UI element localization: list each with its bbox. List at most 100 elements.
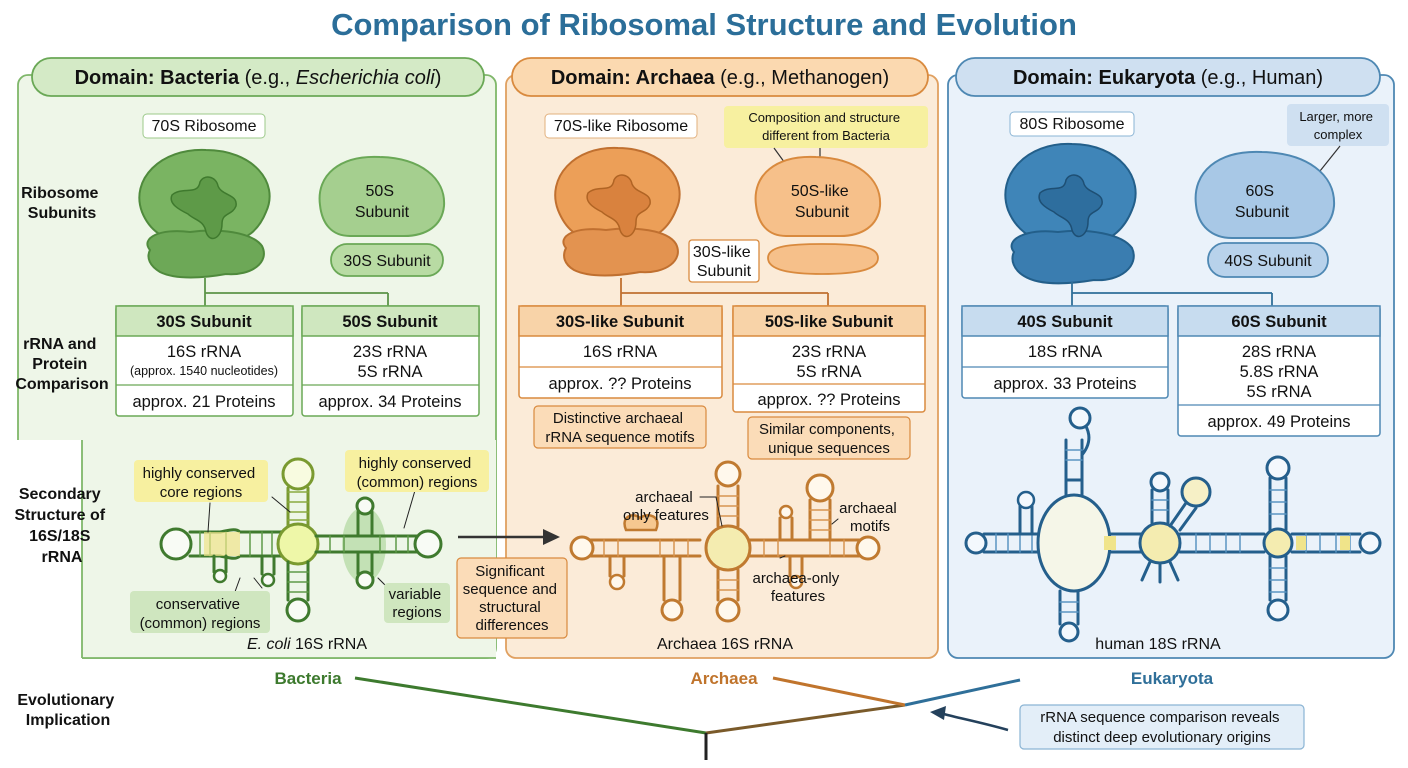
bacteria-50s-table-title: 50S Subunit [342, 313, 438, 331]
archaea-70s-like-ribosome-icon [554, 146, 681, 277]
archaea-subunit-connector [620, 278, 829, 306]
eukaryota-18s-rrna-structure-icon [964, 406, 1382, 643]
row-label-rrna: rRNA and Protein Comparison [15, 336, 108, 393]
archaea-differences-note [456, 557, 568, 639]
evolution-note-arrow [943, 712, 1009, 732]
archaea-30s-proteins: approx. ?? Proteins [548, 375, 691, 393]
evolutionary-tree [354, 676, 1021, 760]
archaea-30s-table-title: 30S-like Subunit [556, 313, 685, 331]
archaea-features-bottom: archaea-only features [753, 570, 844, 605]
archaea-motif-note [533, 405, 707, 449]
archaea-30s-like-label: 30S-like Subunit [693, 244, 755, 280]
eukaryota-larger-note [1287, 104, 1389, 146]
evolution-note [1019, 704, 1305, 750]
eukaryota-ribosome-label: 80S Ribosome [1020, 116, 1125, 133]
bacteria-50s-proteins: approx. 34 Proteins [318, 393, 461, 411]
eukaryota-60s-proteins: approx. 49 Proteins [1207, 413, 1350, 431]
row-label-secondary: Secondary Structure of 16S/18S rRNA [14, 486, 109, 566]
bacteria-30s-rrna-note: (approx. 1540 nucleotides) [130, 364, 278, 378]
row-label-evolution: Evolutionary Implication [17, 692, 118, 729]
archaea-structure-caption: Archaea 16S rRNA [657, 636, 793, 653]
bacteria-30s-table: 30S Subunit 16S rRNA (approx. 1540 nucle… [115, 305, 294, 417]
bacteria-core-callout [134, 460, 268, 502]
bacteria-header: Domain: Bacteria (e.g., Escherichia coli… [75, 67, 442, 89]
bacteria-structure-caption: E. coli 16S rRNA [247, 636, 367, 653]
eukaryota-header: Domain: Eukaryota (e.g., Human) [1013, 67, 1323, 89]
tree-label-archaea: Archaea [690, 669, 758, 688]
eukaryota-60s-table: 60S Subunit 28S rRNA 5.8S rRNA 5S rRNA a… [1177, 305, 1381, 437]
bacteria-ribosome-label: 70S Ribosome [152, 118, 257, 135]
comparison-arrow-head [543, 529, 560, 545]
archaea-50s-proteins: approx. ?? Proteins [757, 391, 900, 409]
bacteria-50s-rrna-2: 5S rRNA [357, 363, 422, 381]
bacteria-variable-callout [384, 583, 450, 623]
eukaryota-60s-rrna-2: 5.8S rRNA [1240, 363, 1319, 381]
eukaryota-40s-table: 40S Subunit 18S rRNA approx. 33 Proteins [961, 305, 1169, 399]
archaea-differences-note-text: Significant sequence and structural diff… [463, 563, 561, 634]
eukaryota-40s-rrna: 18S rRNA [1028, 343, 1102, 361]
bacteria-subunit-connector [204, 278, 389, 306]
bacteria-core-callout-text: highly conserved core regions [143, 465, 260, 501]
bacteria-50s-rrna-1: 23S rRNA [353, 343, 427, 361]
page-title: Comparison of Ribosomal Structure and Ev… [331, 7, 1077, 42]
bacteria-common-callout [345, 450, 489, 492]
eukaryota-60s-rrna-1: 28S rRNA [1242, 343, 1316, 361]
bacteria-30s-proteins: approx. 21 Proteins [132, 393, 275, 411]
archaea-30s-like-table: 30S-like Subunit 16S rRNA approx. ?? Pro… [518, 305, 723, 399]
archaea-header: Domain: Archaea (e.g., Methanogen) [551, 67, 889, 89]
archaea-components-note [747, 416, 911, 460]
bacteria-50s-subunit-icon [318, 155, 446, 237]
eukaryota-40s-table-title: 40S Subunit [1017, 313, 1113, 331]
archaea-ribosome-label: 70S-like Ribosome [554, 118, 688, 135]
bacteria-30s-table-title: 30S Subunit [156, 313, 252, 331]
eukaryota-40s-label: 40S Subunit [1224, 253, 1312, 270]
archaea-features-left: archaeal only features [623, 489, 709, 524]
bacteria-30s-subunit-icon [330, 243, 444, 277]
row-label-gutter [10, 440, 82, 662]
eukaryota-60s-label: 60S Subunit [1235, 183, 1290, 221]
bacteria-ribosome-label-box [142, 113, 266, 139]
bacteria-16s-rrna-structure-icon [159, 457, 443, 623]
bacteria-50s-label: 50S Subunit [355, 183, 410, 221]
eukaryota-60s-table-title: 60S Subunit [1231, 313, 1327, 331]
archaea-ribosome-label-box [544, 113, 698, 139]
bacteria-variable-callout-text: variable regions [389, 586, 446, 621]
archaea-composition-note-text: Composition and structure different from… [748, 110, 903, 143]
bacteria-50s-table: 50S Subunit 23S rRNA 5S rRNA approx. 34 … [301, 305, 480, 417]
bacteria-common-callout-text: highly conserved (common) regions [357, 455, 478, 491]
eukaryota-60s-subunit-icon [1194, 150, 1336, 239]
eukaryota-larger-note-text: Larger, more complex [1299, 109, 1376, 142]
bacteria-70s-ribosome-icon [138, 148, 271, 279]
eukaryota-header-pill [955, 57, 1381, 97]
eukaryota-40s-subunit-icon [1207, 242, 1329, 278]
evolution-note-text: rRNA sequence comparison reveals distinc… [1040, 709, 1283, 746]
eukaryota-80s-ribosome-icon [1004, 142, 1137, 285]
archaea-motif-note-text: Distinctive archaeal rRNA sequence motif… [545, 410, 694, 446]
bacteria-conservative-callout [130, 591, 270, 633]
archaea-30s-like-subunit-icon [767, 243, 879, 275]
eukaryota-subunit-connector [1071, 282, 1273, 306]
archaea-16s-rrna-structure-icon [569, 460, 881, 623]
archaea-50s-table-title: 50S-like Subunit [765, 313, 894, 331]
archaea-50s-like-subunit-icon [754, 155, 882, 237]
row-label-subunits: Ribosome Subunits [21, 185, 103, 222]
archaea-50s-rrna-1: 23S rRNA [792, 343, 866, 361]
bacteria-header-pill [31, 57, 485, 97]
eukaryota-60s-rrna-3: 5S rRNA [1246, 383, 1311, 401]
tree-label-bacteria: Bacteria [274, 669, 342, 688]
eukaryota-40s-proteins: approx. 33 Proteins [993, 375, 1136, 393]
archaea-header-pill [511, 57, 929, 97]
evolution-note-arrow-head [930, 706, 946, 720]
bacteria-conservative-callout-text: conservative (common) regions [140, 596, 261, 632]
archaea-features-motifs: archaeal motifs [839, 500, 901, 535]
bacteria-30s-rrna: 16S rRNA [167, 343, 241, 361]
archaea-composition-note [724, 106, 928, 148]
archaea-50s-rrna-2: 5S rRNA [796, 363, 861, 381]
archaea-components-note-text: Similar components, unique sequences [759, 421, 899, 457]
tree-label-eukaryota: Eukaryota [1131, 669, 1214, 688]
archaea-50s-like-label: 50S-like Subunit [791, 183, 853, 221]
eukaryota-structure-caption: human 18S rRNA [1095, 636, 1221, 653]
bacteria-30s-label: 30S Subunit [343, 253, 431, 270]
archaea-50s-like-table: 50S-like Subunit 23S rRNA 5S rRNA approx… [732, 305, 926, 413]
